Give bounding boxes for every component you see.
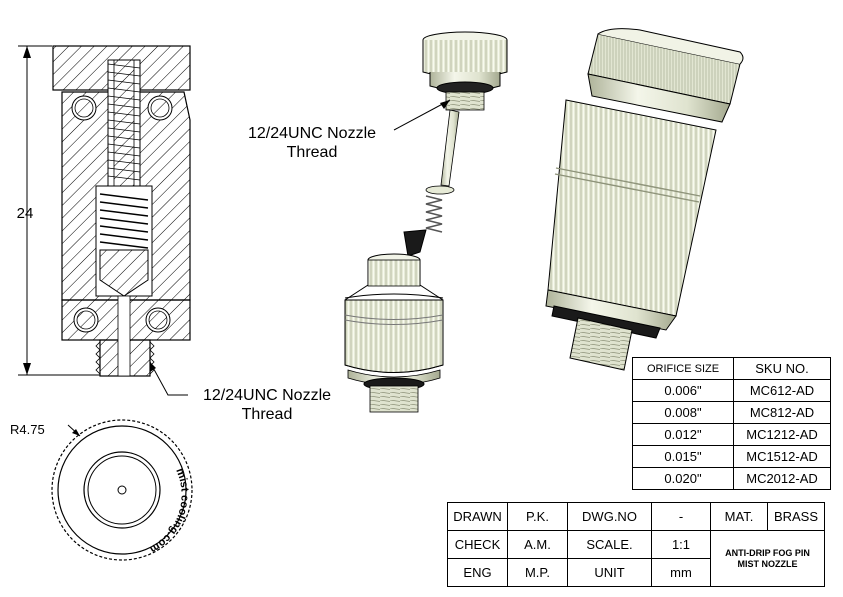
radius-label: R4.75 — [10, 422, 45, 437]
part-description-text: ANTI-DRIP FOG PIN MIST NOZZLE — [725, 547, 810, 569]
table-row: 0.020" MC2012-AD — [632, 467, 831, 490]
thread-label-lower: 12/24UNC Nozzle Thread — [202, 387, 332, 423]
dwg-value: - — [651, 502, 711, 531]
top-view: mist cooling.com — [51, 419, 193, 561]
eng-label: ENG — [447, 558, 508, 587]
orifice-size-cell: 0.020" — [632, 467, 734, 490]
table-row: 0.012" MC1212-AD — [632, 423, 831, 446]
eng-value: M.P. — [507, 558, 568, 587]
sku-cell: MC612-AD — [733, 379, 831, 402]
section-view — [18, 45, 191, 396]
scale-label: SCALE. — [567, 530, 652, 559]
sku-table: ORIFICE SIZE SKU NO. 0.006" MC612-AD 0.0… — [632, 357, 831, 490]
orifice-size-cell: 0.006" — [632, 379, 734, 402]
unit-label: UNIT — [567, 558, 652, 587]
title-block: DRAWN P.K. DWG.NO - MAT. BRASS CHECK A.M… — [447, 502, 825, 587]
mat-value: BRASS — [767, 502, 825, 531]
dimension-height-label: 24 — [16, 205, 34, 222]
drawn-value: P.K. — [507, 502, 568, 531]
assembled-view — [545, 28, 744, 371]
drawn-label: DRAWN — [447, 502, 508, 531]
thread-label-upper: 12/24UNC Nozzle Thread — [247, 125, 377, 161]
orifice-size-cell: 0.012" — [632, 423, 734, 446]
check-label: CHECK — [447, 530, 508, 559]
sku-header-orifice: ORIFICE SIZE — [632, 357, 734, 380]
sku-cell: MC1512-AD — [733, 445, 831, 468]
part-description: ANTI-DRIP FOG PIN MIST NOZZLE — [710, 530, 825, 587]
mat-label: MAT. — [710, 502, 768, 531]
dwg-label: DWG.NO — [567, 502, 652, 531]
sku-cell: MC1212-AD — [733, 423, 831, 446]
orifice-size-cell: 0.008" — [632, 401, 734, 424]
sku-header-sku: SKU NO. — [733, 357, 831, 380]
unit-value: mm — [651, 558, 711, 587]
table-row: 0.006" MC612-AD — [632, 379, 831, 402]
scale-value: 1:1 — [651, 530, 711, 559]
orifice-size-cell: 0.015" — [632, 445, 734, 468]
table-row: 0.008" MC812-AD — [632, 401, 831, 424]
sku-cell: MC2012-AD — [733, 467, 831, 490]
check-value: A.M. — [507, 530, 568, 559]
exploded-view — [344, 31, 508, 413]
table-row: 0.015" MC1512-AD — [632, 445, 831, 468]
sku-cell: MC812-AD — [733, 401, 831, 424]
